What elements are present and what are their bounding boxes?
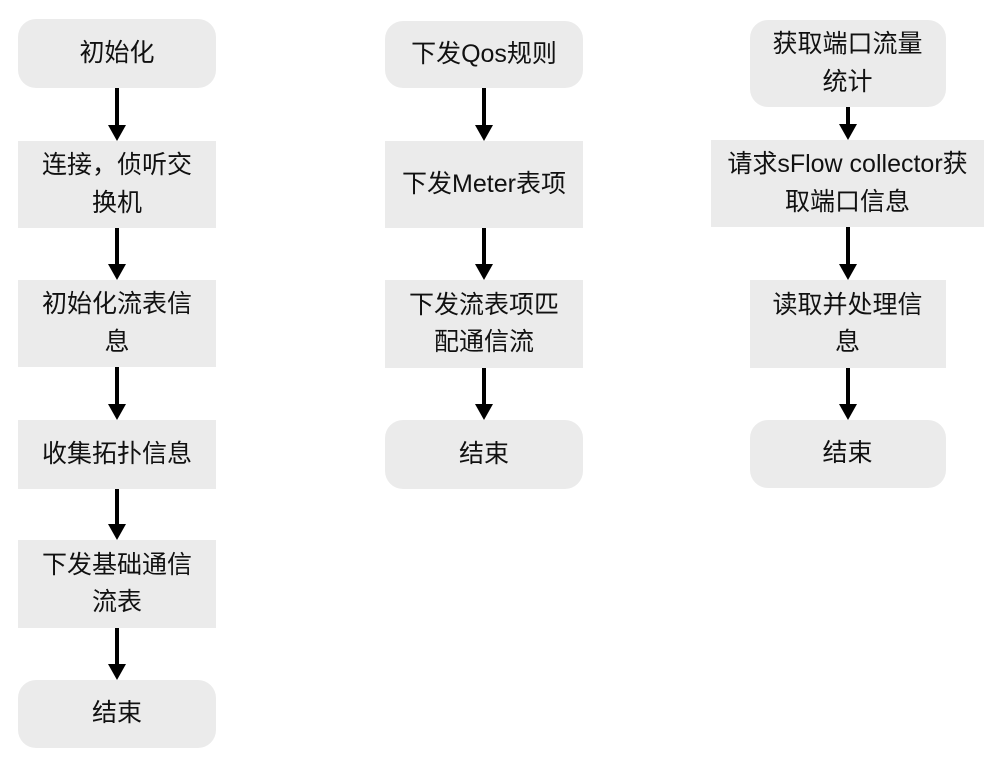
flow-arrow <box>838 227 857 280</box>
flow-arrow <box>108 628 126 680</box>
arrowhead-icon <box>838 124 857 140</box>
flow-node-end: 结束 <box>749 420 946 488</box>
flow-node-deploy-basic-flow-table: 下发基础通信流表 <box>18 540 216 628</box>
flow-node-deploy-meter-entries: 下发Meter表项 <box>385 141 583 228</box>
arrow-shaft <box>845 227 850 264</box>
flow-arrow <box>108 489 126 540</box>
flow-node-init-flow-table-info: 初始化流表信息 <box>18 280 216 367</box>
flow-arrow <box>475 88 493 141</box>
flow-node-request-sflow-collector: 请求sFlow collector获取端口信息 <box>711 140 984 227</box>
flow-arrow <box>108 88 126 141</box>
flow-arrow <box>108 367 126 420</box>
flow-node-deploy-flow-entries-match-traffic: 下发流表项匹配通信流 <box>385 280 583 368</box>
flowchart-column-sflow: 获取端口流量统计 请求sFlow collector获取端口信息 读取并处理信息… <box>711 20 984 488</box>
flow-node-read-process-info: 读取并处理信息 <box>749 280 946 368</box>
flowchart-column-init: 初始化 连接，侦听交换机 初始化流表信息 收集拓扑信息 下发基础通信流表 结束 <box>18 19 216 748</box>
arrow-shaft <box>845 107 850 124</box>
arrowhead-icon <box>108 404 126 420</box>
arrowhead-icon <box>475 125 493 141</box>
flow-node-connect-listen-switch: 连接，侦听交换机 <box>18 141 216 228</box>
flow-node-get-port-traffic-stats: 获取端口流量统计 <box>749 20 946 107</box>
arrow-shaft <box>482 368 486 404</box>
arrow-shaft <box>115 489 119 524</box>
arrow-shaft <box>115 367 119 404</box>
flow-arrow <box>108 228 126 280</box>
flow-arrow <box>475 228 493 280</box>
flow-arrow <box>838 368 857 420</box>
flow-arrow <box>475 368 493 420</box>
flow-node-deploy-qos-rules: 下发Qos规则 <box>385 21 583 88</box>
flowchart-column-qos: 下发Qos规则 下发Meter表项 下发流表项匹配通信流 结束 <box>385 21 583 489</box>
arrowhead-icon <box>108 264 126 280</box>
arrowhead-icon <box>475 404 493 420</box>
flow-arrow <box>838 107 857 140</box>
flow-node-collect-topology-info: 收集拓扑信息 <box>18 420 216 489</box>
flow-node-end: 结束 <box>18 680 216 748</box>
arrowhead-icon <box>838 404 857 420</box>
arrow-shaft <box>482 88 486 125</box>
arrowhead-icon <box>108 524 126 540</box>
flow-node-initialize: 初始化 <box>18 19 216 88</box>
flow-node-end: 结束 <box>385 420 583 489</box>
arrow-shaft <box>115 228 119 264</box>
arrow-shaft <box>845 368 850 404</box>
arrowhead-icon <box>838 264 857 280</box>
arrowhead-icon <box>475 264 493 280</box>
arrow-shaft <box>482 228 486 264</box>
arrow-shaft <box>115 628 119 664</box>
arrowhead-icon <box>108 125 126 141</box>
arrowhead-icon <box>108 664 126 680</box>
arrow-shaft <box>115 88 119 125</box>
